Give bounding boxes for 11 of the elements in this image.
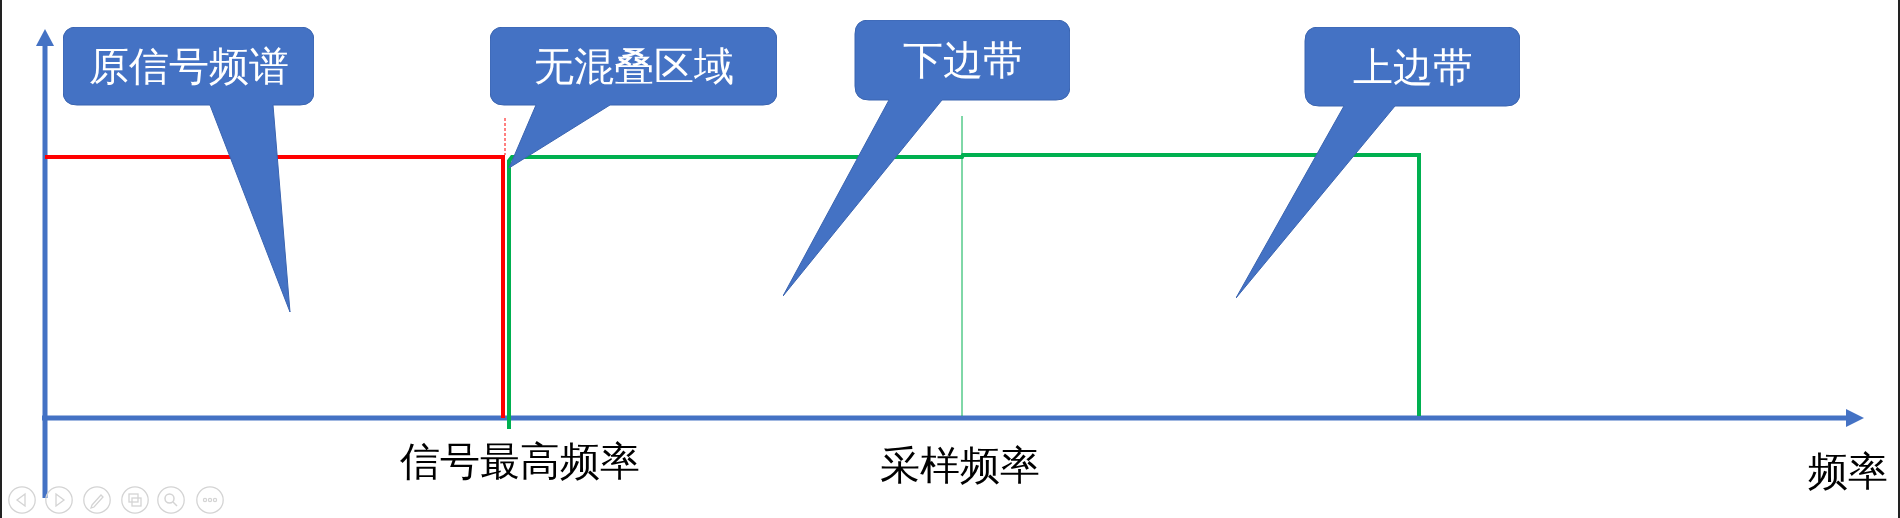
callout-text: 无混叠区域 <box>533 46 734 86</box>
speech-bubble-callout <box>1236 27 1520 298</box>
speech-bubble-callout <box>63 27 314 312</box>
speech-bubble-callout <box>490 27 777 168</box>
axis-label: 频率 <box>1808 451 1888 491</box>
callout-text: 原信号频谱 <box>88 46 289 86</box>
callout-text: 下边带 <box>902 40 1023 80</box>
callout-text: 上边带 <box>1352 46 1473 87</box>
axis-label: 采样频率 <box>880 445 1040 485</box>
speech-bubble-callout <box>783 20 1070 296</box>
axis-label: 信号最高频率 <box>400 441 640 481</box>
